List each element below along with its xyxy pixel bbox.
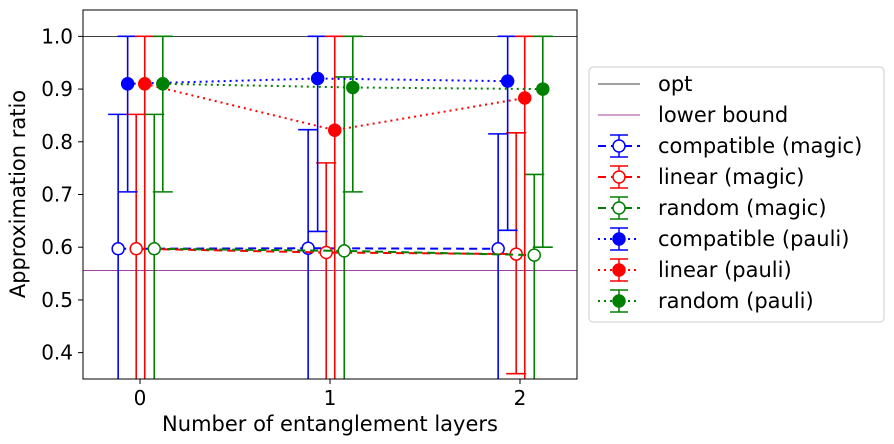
- legend-label: random (pauli): [658, 289, 814, 313]
- x-tick-label: 2: [514, 386, 527, 410]
- data-point: [328, 123, 342, 137]
- data-point: [527, 248, 541, 262]
- series-line: [136, 247, 517, 256]
- x-tick-label: 0: [134, 386, 147, 410]
- legend-label: compatible (pauli): [658, 227, 849, 251]
- series-random-pauli-: [152, 35, 553, 249]
- data-point: [156, 77, 170, 91]
- legend-marker: [612, 201, 626, 215]
- data-point: [138, 77, 152, 91]
- legend-marker: [612, 263, 626, 277]
- legend-marker: [612, 232, 626, 246]
- legend-marker: [612, 139, 626, 153]
- data-point: [536, 82, 550, 96]
- legend-label: linear (pauli): [658, 258, 792, 282]
- legend-entry: random (magic): [598, 196, 827, 220]
- x-tick-label: 1: [324, 386, 337, 410]
- series-layer: [108, 35, 553, 379]
- legend-entry: compatible (magic): [598, 134, 862, 158]
- y-tick-label: 0.6: [41, 235, 73, 259]
- legend-label: compatible (magic): [658, 134, 862, 158]
- legend-entry: compatible (pauli): [598, 227, 849, 251]
- y-tick-label: 0.8: [41, 130, 73, 154]
- legend-label: linear (magic): [658, 165, 805, 189]
- data-point: [518, 91, 532, 105]
- y-tick-label: 0.9: [41, 77, 73, 101]
- series-random-magic-: [144, 76, 545, 379]
- legend-frame: [588, 66, 885, 323]
- data-point: [319, 245, 333, 260]
- legend-entry: linear (magic): [598, 165, 805, 189]
- data-point: [129, 242, 143, 256]
- y-tick-label: 0.7: [41, 183, 73, 207]
- y-axis-label: Approximation ratio: [6, 90, 30, 298]
- data-point: [346, 80, 360, 95]
- series-linear-pauli-: [134, 35, 535, 379]
- x-axis-label: Number of entanglement layers: [162, 412, 498, 436]
- legend-label: opt: [658, 72, 692, 96]
- legend-entry: lower bound: [598, 103, 788, 127]
- series-line: [118, 247, 499, 250]
- data-point: [120, 77, 135, 91]
- legend-entry: linear (pauli): [598, 258, 792, 282]
- legend-marker: [612, 170, 626, 184]
- series-compatible-pauli-: [117, 35, 518, 233]
- series-linear-magic-: [126, 113, 527, 379]
- data-point: [147, 242, 161, 256]
- plot-area: [82, 9, 578, 380]
- legend-entry: random (pauli): [598, 289, 814, 313]
- legend: opt lower bound compatible (magic) linear (…: [588, 66, 885, 323]
- legend-label: random (magic): [658, 196, 827, 220]
- legend-label: lower bound: [658, 103, 788, 127]
- legend-marker: [612, 294, 626, 308]
- legend-entry: opt: [598, 72, 692, 96]
- series-line: [154, 247, 535, 257]
- data-point: [500, 74, 515, 88]
- y-tick-label: 0.5: [41, 288, 73, 312]
- x-axis-ticks: 0 1 2: [134, 379, 527, 410]
- y-tick-label: 1.0: [41, 24, 73, 48]
- series-line: [144, 82, 525, 132]
- data-point: [337, 244, 351, 258]
- y-axis-ticks: 0.4 0.5 0.6 0.7 0.8 0.9 1.0: [41, 24, 83, 365]
- data-point: [111, 242, 125, 256]
- y-tick-label: 0.4: [41, 341, 73, 365]
- data-point: [310, 71, 325, 86]
- plot-frame: [83, 10, 577, 379]
